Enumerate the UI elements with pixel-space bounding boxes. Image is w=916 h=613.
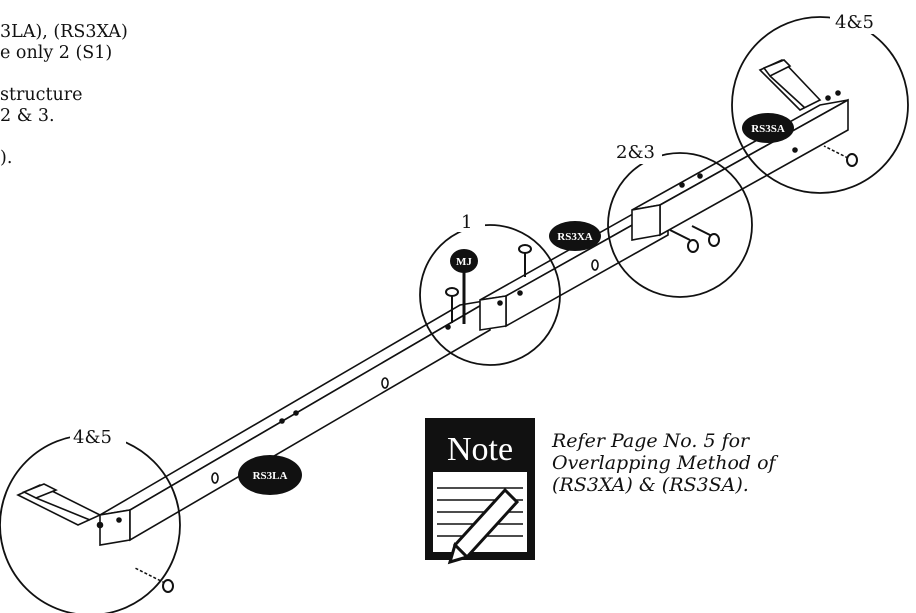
note-line: Overlapping Method of: [552, 452, 776, 474]
svg-text:MJ: MJ: [456, 256, 472, 268]
instruction-line: ).: [0, 148, 13, 168]
bracket-bottom: [16, 483, 122, 529]
callout-step45-bottom: 4&5: [73, 427, 112, 448]
svg-text:RS3SA: RS3SA: [751, 123, 785, 135]
note-line: Refer Page No. 5 for: [552, 430, 750, 452]
svg-text:Note: Note: [447, 431, 513, 468]
note-text: Refer Page No. 5 for Overlapping Method …: [552, 430, 776, 496]
part-tag-mj: MJ: [450, 249, 478, 273]
svg-text:RS3LA: RS3LA: [253, 470, 288, 482]
part-tag-rs3la: RS3LA: [238, 455, 302, 495]
svg-text:RS3XA: RS3XA: [557, 231, 593, 243]
instruction-line: 2 & 3.: [0, 106, 55, 126]
callout-step1: 1: [461, 212, 472, 233]
note-line: (RS3XA) & (RS3SA).: [552, 474, 749, 496]
instruction-line: e only 2 (S1): [0, 43, 113, 63]
rail-rs3xa: [479, 203, 669, 331]
instruction-line: structure: [0, 85, 83, 105]
detail-circle-1: [419, 224, 561, 366]
rail-rs3la: [99, 298, 491, 546]
rail-rs3sa: [631, 59, 849, 241]
callout-step45-top: 4&5: [835, 12, 874, 33]
note-icon: Note: [425, 418, 535, 565]
instruction-line: 3LA), (RS3XA): [0, 22, 128, 42]
screw-icon: [134, 145, 858, 593]
part-tag-rs3sa: RS3SA: [742, 113, 794, 143]
instruction-text: 3LA), (RS3XA) e only 2 (S1) structure 2 …: [0, 22, 128, 169]
part-tag-rs3xa: RS3XA: [549, 221, 601, 251]
detail-circle-23: [607, 152, 753, 298]
callout-step23: 2&3: [616, 142, 655, 163]
detail-circle-45-top: [731, 16, 909, 194]
